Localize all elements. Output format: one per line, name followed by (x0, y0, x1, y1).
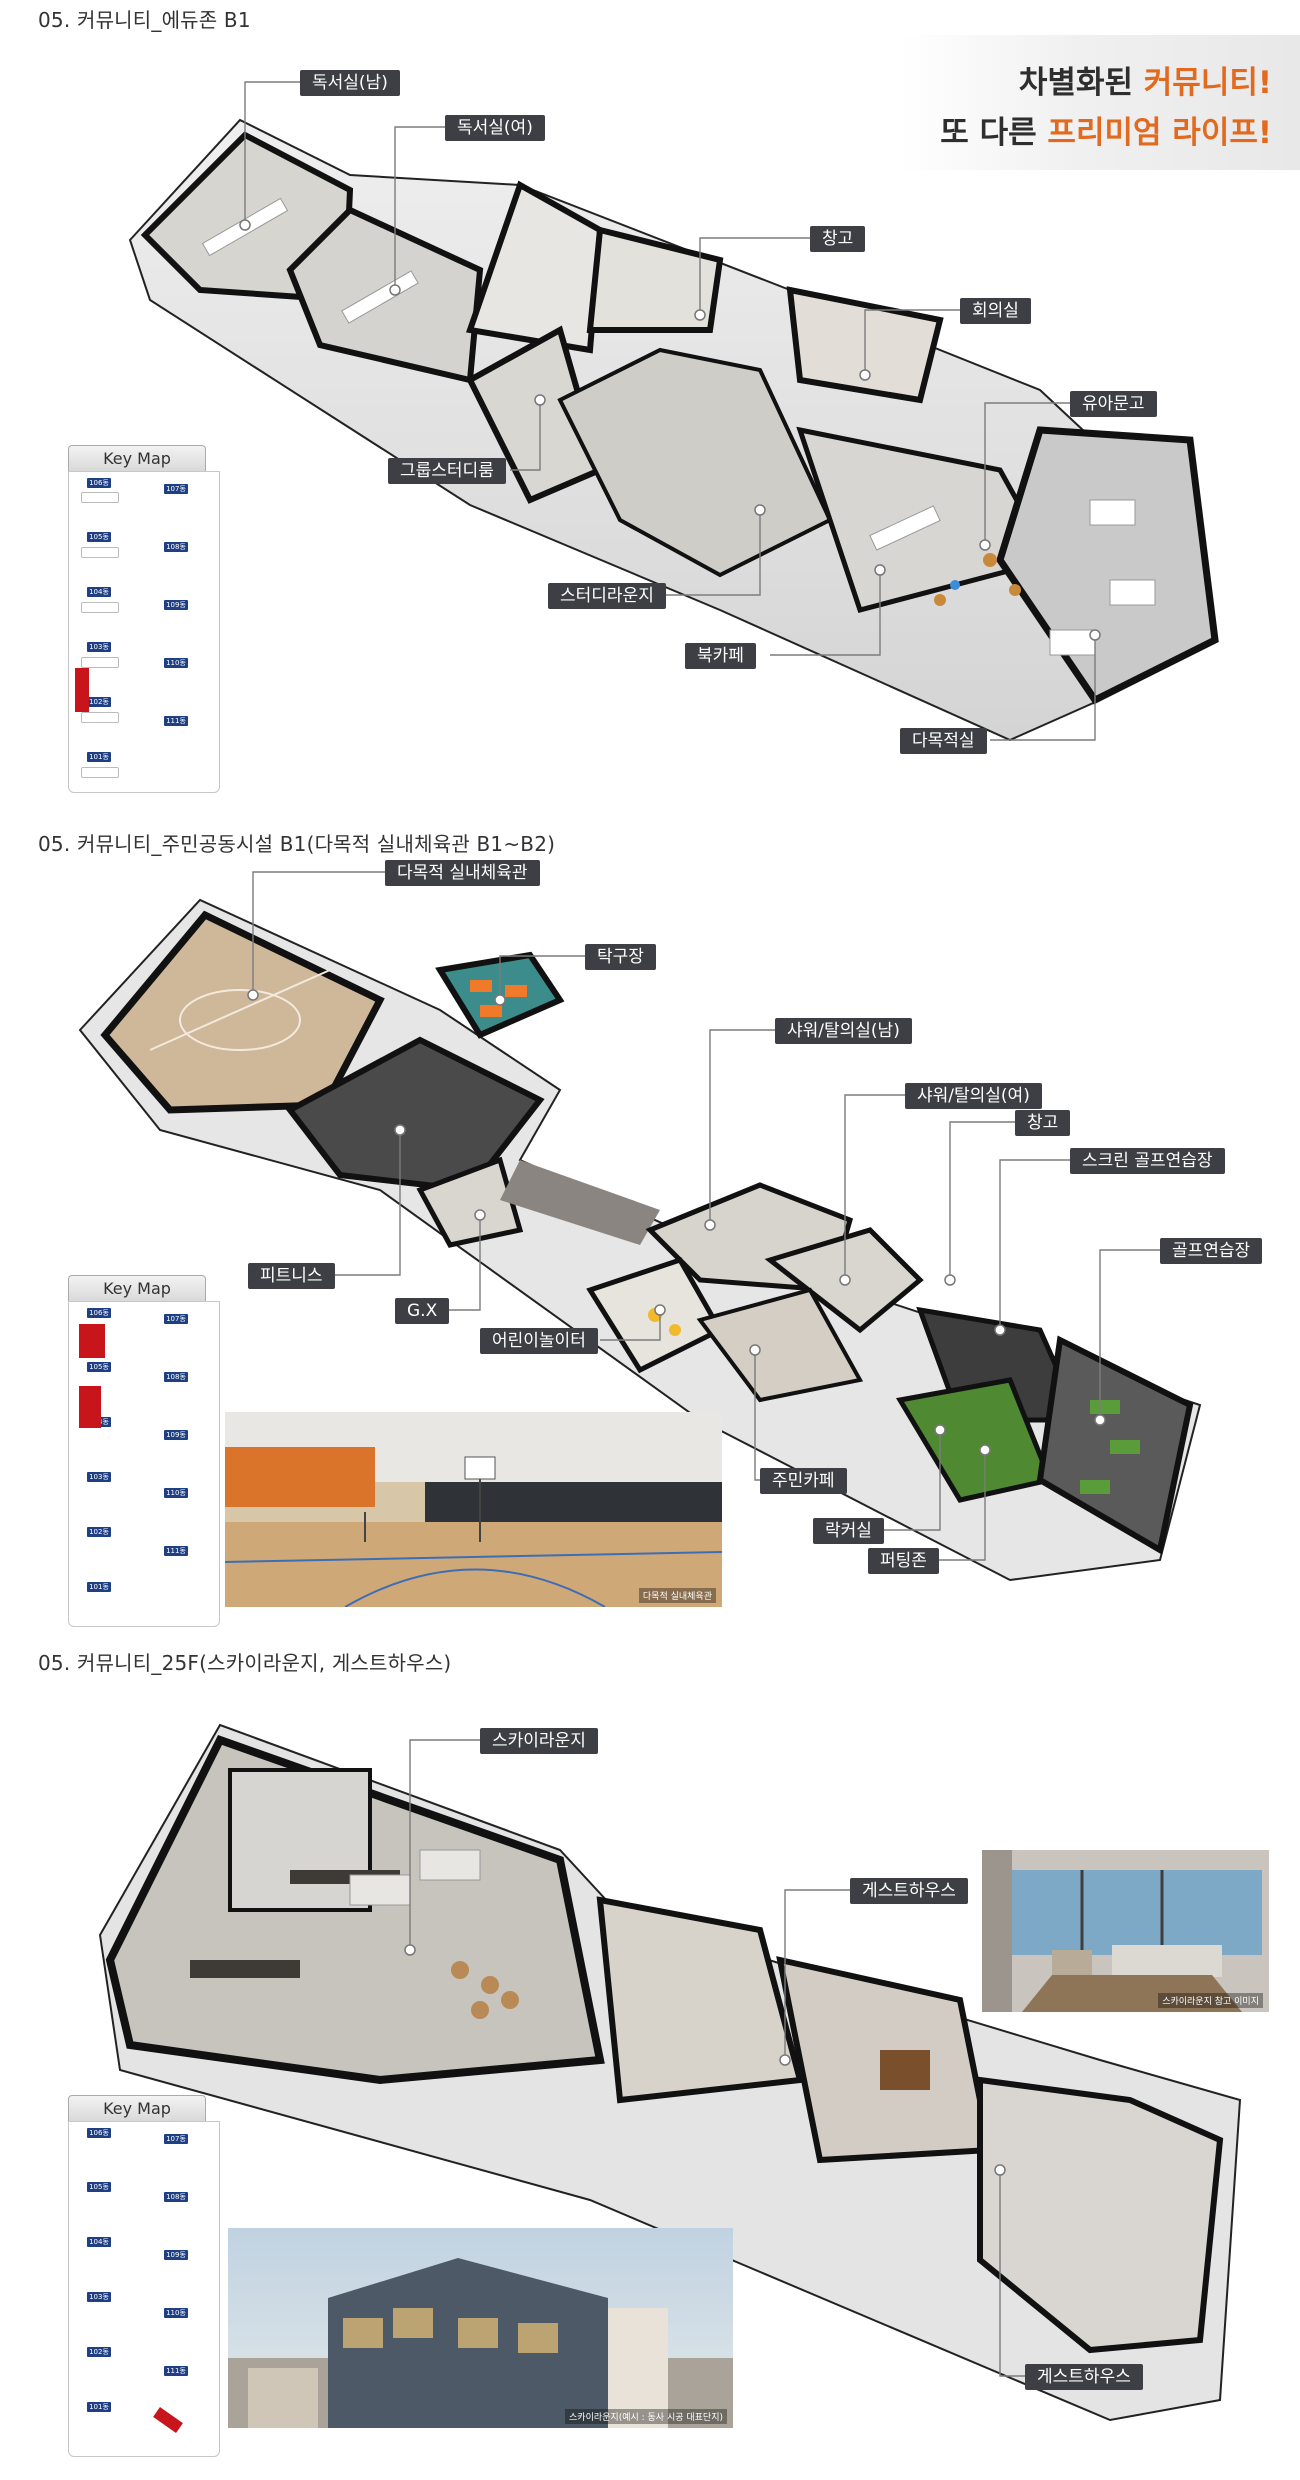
gx-floor (416, 1156, 524, 1248)
promo-badge: 차별화된 커뮤니티! 또 다른 프리미엄 라이프! (900, 35, 1300, 170)
keymap-highlight-2 (79, 1386, 101, 1428)
keymap-title: Key Map (68, 1275, 206, 1303)
label-gymnasium: 다목적 실내체육관 (385, 860, 540, 886)
section-title-sports: 05. 커뮤니티_주민공동시설 B1(다목적 실내체육관 B1~B2) (38, 832, 556, 856)
label-table-tennis: 탁구장 (585, 944, 656, 970)
guest-house-photo-caption: 스카이라운지 참고 이미지 (1158, 1993, 1263, 2008)
label-group-study-room: 그룹스터디룸 (388, 458, 506, 484)
keymap-sky: Key Map 106동 107동 105동 108동 104동 109동 10… (68, 2095, 220, 2457)
edu-floor-plan (128, 81, 1219, 742)
label-golf-range: 골프연습장 (1160, 1238, 1263, 1264)
sports-floor-plan (78, 871, 1202, 1582)
storage-2 (586, 226, 724, 333)
sky-floor-plan (98, 1723, 1242, 2422)
label-meeting-room: 회의실 (960, 298, 1031, 324)
keymap-highlight (153, 2407, 183, 2433)
guest-house-photo: 스카이라운지 참고 이미지 (982, 1850, 1269, 2012)
label-reading-room-male: 독서실(남) (300, 70, 400, 96)
label-storage: 창고 (810, 226, 866, 252)
section-title-sky: 05. 커뮤니티_25F(스카이라운지, 게스트하우스) (38, 1651, 452, 1675)
label-sky-lounge: 스카이라운지 (480, 1728, 598, 1754)
label-kids-playground: 어린이놀이터 (480, 1328, 598, 1354)
label-guest-house-2: 게스트하우스 (1025, 2364, 1143, 2390)
keymap-highlight-1 (79, 1324, 105, 1358)
keymap-edu: Key Map 106동 107동 105동 108동 104동 109동 10… (68, 445, 220, 793)
promo-line-1: 차별화된 커뮤니티! (1018, 65, 1272, 101)
label-shower-female: 샤워/탈의실(여) (905, 1083, 1042, 1109)
label-reading-room-female: 독서실(여) (445, 115, 545, 141)
corridor (500, 1160, 660, 1245)
fitness-floor (285, 1036, 545, 1194)
label-guest-house-1: 게스트하우스 (850, 1878, 968, 1904)
label-residents-cafe: 주민카페 (760, 1468, 847, 1494)
label-study-lounge: 스터디라운지 (548, 583, 666, 609)
label-fitness: 피트니스 (248, 1263, 335, 1289)
gym-photo-caption: 다목적 실내체육관 (638, 1588, 716, 1603)
keymap-sports: Key Map 106동 107동 105동 108동 104동 109동 10… (68, 1275, 220, 1627)
label-shower-male: 샤워/탈의실(남) (775, 1018, 912, 1044)
gym-photo: 다목적 실내체육관 (225, 1412, 722, 1607)
label-gx: G.X (395, 1298, 450, 1324)
label-screen-golf: 스크린 골프연습장 (1070, 1148, 1225, 1174)
lounge-core (228, 1768, 372, 1912)
keymap-title: Key Map (68, 445, 206, 473)
section-title-edu: 05. 커뮤니티_에듀존 B1 (38, 8, 251, 32)
label-putting-zone: 퍼팅존 (868, 1548, 939, 1574)
label-kids-library: 유아문고 (1070, 391, 1157, 417)
promo-line-2: 또 다른 프리미엄 라이프! (940, 115, 1272, 151)
gymnasium-floor (100, 910, 385, 1114)
keymap-title: Key Map (68, 2095, 206, 2123)
guest-house-3 (977, 2076, 1224, 2354)
label-multipurpose-room: 다목적실 (900, 728, 987, 754)
guest-house-1 (596, 1896, 804, 2104)
keymap-highlight (75, 668, 89, 712)
label-storage-2: 창고 (1015, 1110, 1071, 1136)
sky-lounge-photo-caption: 스카이라운지(예시 : 동사 시공 대표단지) (565, 2409, 727, 2424)
sky-lounge-photo: 스카이라운지(예시 : 동사 시공 대표단지) (228, 2228, 733, 2428)
residents-cafe (696, 1287, 864, 1403)
label-book-cafe: 북카페 (685, 643, 756, 669)
label-locker-room: 락커실 (813, 1518, 884, 1544)
